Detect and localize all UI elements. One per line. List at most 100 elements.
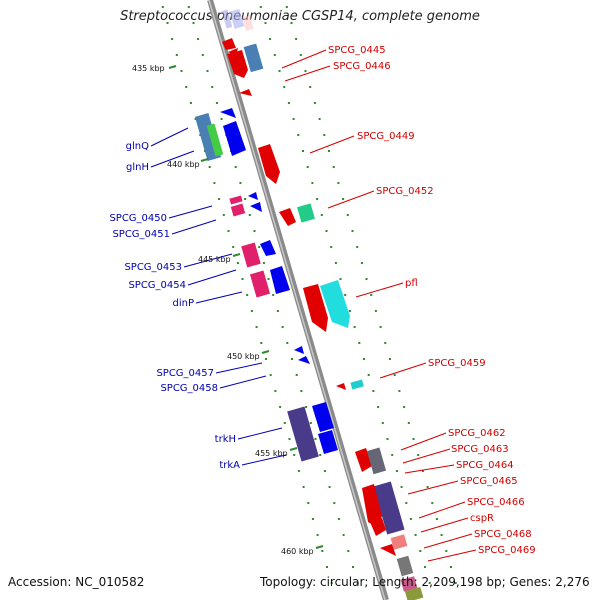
track-dot: [421, 470, 424, 472]
gene-label-spcg-0469: SPCG_0469: [478, 545, 536, 556]
gene-label-glnh: glnH: [126, 162, 149, 173]
track-dot: [391, 454, 394, 456]
track-dot: [445, 550, 448, 552]
gene-label-trkh: trkH: [215, 434, 236, 445]
gene-label-spcg-0458: SPCG_0458: [160, 383, 218, 394]
track-dot: [326, 566, 328, 568]
track-dot: [201, 54, 204, 56]
track-dot: [222, 214, 225, 216]
track-dot: [330, 582, 333, 584]
track-dot: [272, 294, 275, 296]
track-dot: [377, 406, 380, 408]
gene-label-spcg-0463: SPCG_0463: [451, 444, 509, 455]
track-dot: [316, 198, 319, 200]
track-dot: [319, 454, 322, 456]
track-dot: [384, 342, 387, 344]
gene-label-trka: trkA: [219, 460, 240, 471]
genome-summary-text: Topology: circular; Length: 2,209,198 bp…: [260, 575, 590, 589]
track-dot: [400, 486, 403, 488]
gene-label-spcg-0464: SPCG_0464: [456, 460, 514, 471]
track-dot: [197, 38, 200, 40]
track-dot: [381, 422, 384, 424]
genome-backbone-highlight: [208, 0, 386, 600]
scale-tick-450: 450 kbp: [227, 352, 260, 361]
track-dot: [342, 198, 345, 200]
track-dot: [286, 342, 289, 344]
track-dot: [220, 118, 223, 120]
track-dot: [333, 502, 336, 504]
track-dot: [292, 118, 295, 120]
track-dot: [414, 534, 417, 536]
track-dot: [379, 326, 382, 328]
track-dot: [407, 422, 410, 424]
track-dot: [344, 294, 347, 296]
scale-tick-445: 445 kbp: [198, 255, 231, 264]
track-dot: [337, 518, 340, 520]
track-dot: [356, 246, 359, 248]
gene-label-spcg-0451: SPCG_0451: [112, 229, 170, 240]
gene-label-spcg-0466: SPCG_0466: [467, 497, 525, 508]
track-dot: [313, 102, 316, 104]
track-dot: [454, 582, 457, 584]
track-dot: [189, 102, 192, 104]
track-dot: [370, 294, 373, 296]
track-dot: [232, 246, 235, 248]
gene-label-spcg-0457: SPCG_0457: [156, 368, 214, 379]
track-dot: [435, 518, 438, 520]
track-dot: [339, 278, 342, 280]
track-dot: [417, 454, 420, 456]
reverse-strand-genes: [222, 38, 424, 600]
track-dot: [367, 374, 370, 376]
track-dot: [412, 438, 415, 440]
track-dot: [161, 6, 164, 8]
gene-label-spcg-0459: SPCG_0459: [428, 358, 486, 369]
gene-label-spcg-0450: SPCG_0450: [109, 213, 167, 224]
forward-leader-lines: [150, 127, 287, 466]
track-dot: [318, 118, 321, 120]
track-dot: [321, 550, 324, 552]
track-dot: [299, 54, 302, 56]
track-dot: [192, 22, 195, 24]
gene-label-spcg-0453: SPCG_0453: [124, 262, 182, 273]
track-dot: [279, 406, 282, 408]
track-dot: [215, 102, 218, 104]
track-dot: [334, 262, 337, 264]
gene-label-spcg-0462: SPCG_0462: [448, 428, 506, 439]
track-dot: [314, 438, 317, 440]
track-dot: [309, 422, 312, 424]
track-dot: [309, 86, 312, 88]
track-dot: [285, 6, 288, 8]
gene-label-cspr: cspR: [470, 513, 494, 524]
gene-label-spcg-0452: SPCG_0452: [376, 186, 434, 197]
track-dot: [304, 70, 307, 72]
track-dot: [307, 502, 310, 504]
track-dot: [316, 534, 319, 536]
track-dot: [372, 390, 375, 392]
track-dot: [265, 358, 267, 360]
track-dot: [424, 566, 426, 568]
track-dot: [365, 278, 368, 280]
track-dot: [356, 582, 359, 584]
scale-tick-440: 440 kbp: [167, 160, 200, 169]
track-dot: [175, 54, 178, 56]
track-dot: [269, 38, 272, 40]
track-dot: [302, 486, 305, 488]
top-fragments: [221, 8, 254, 31]
scale-tick-455: 455 kbp: [255, 449, 288, 458]
track-dot: [211, 86, 214, 88]
track-dot: [395, 470, 398, 472]
gene-label-spcg-0454: SPCG_0454: [128, 280, 186, 291]
accession-text: Accession: NC_010582: [8, 575, 145, 589]
track-dot: [241, 278, 244, 280]
scale-ticks: 435 kbp 440 kbp 445 kbp 450 kbp 455 kbp …: [132, 64, 324, 556]
track-dot: [347, 550, 350, 552]
track-dot: [419, 550, 422, 552]
track-dot: [283, 86, 286, 88]
track-dot: [185, 86, 188, 88]
track-dot: [428, 582, 431, 584]
track-dot: [426, 486, 429, 488]
track-dot: [358, 342, 361, 344]
track-dot: [450, 566, 452, 568]
track-dot: [274, 390, 277, 392]
